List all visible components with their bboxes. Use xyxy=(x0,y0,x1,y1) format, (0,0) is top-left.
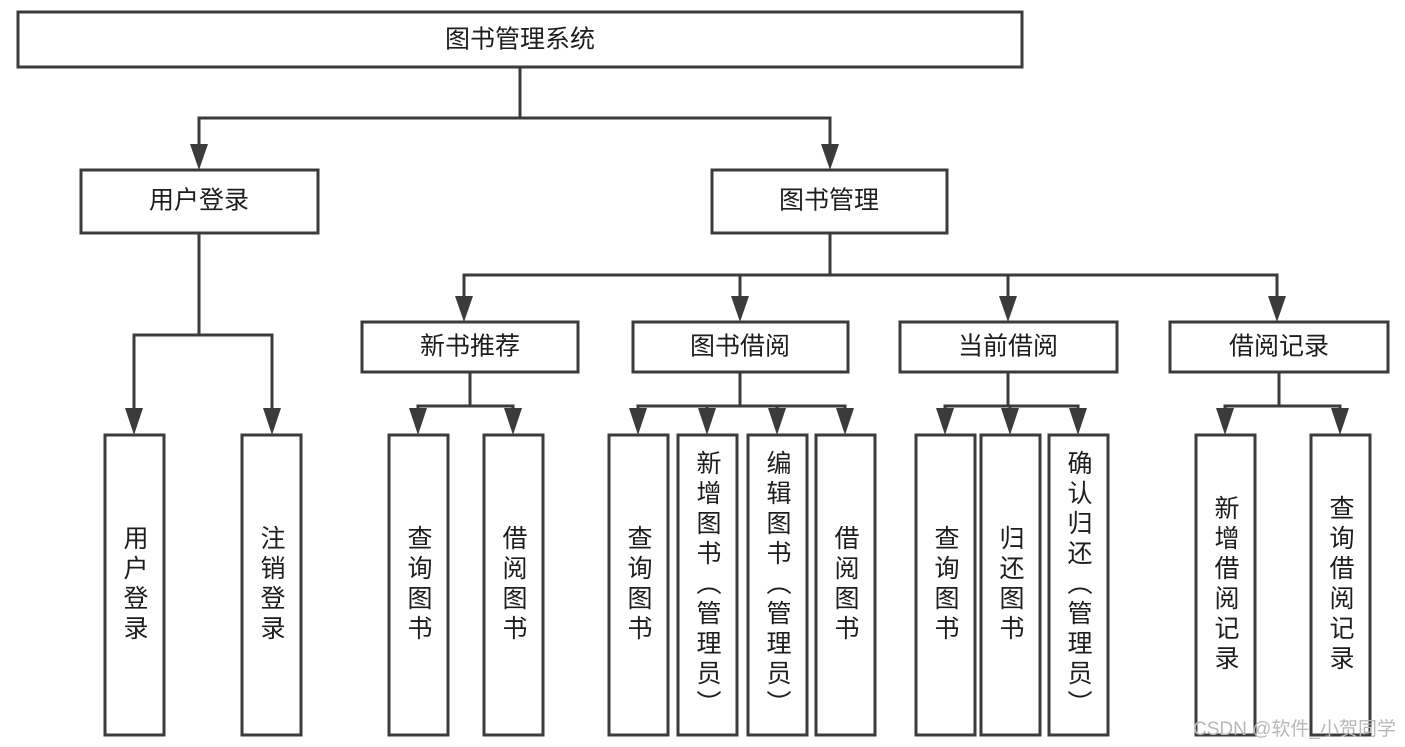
leaf-user-login-box[interactable] xyxy=(103,433,166,737)
leaf-confirm-return-label: 确认归还（管理员） xyxy=(1064,450,1093,720)
leaf-return-book-label: 归还图书 xyxy=(996,525,1025,645)
arrow-head-leaf-user-logout xyxy=(263,408,281,435)
node-book-manage-label: 图书管理 xyxy=(779,187,879,215)
node-book-manage-box[interactable] xyxy=(710,168,949,235)
arrow-head-leaf-user-login xyxy=(125,408,143,435)
arrow-head-leaf-borrow-book-2 xyxy=(836,408,854,435)
leaf-borrow-book-2-box[interactable] xyxy=(814,433,877,737)
leaf-edit-book-label: 编辑图书（管理员） xyxy=(763,450,792,720)
node-root-box[interactable] xyxy=(16,10,1024,69)
leaf-node-return-book[interactable]: 归还图书 xyxy=(979,433,1042,737)
leaf-user-login-label: 用户登录 xyxy=(120,525,149,645)
arrow-head-leaf-return-book xyxy=(1001,408,1019,435)
leaf-confirm-return-box[interactable] xyxy=(1047,433,1110,737)
arrow-head-leaf-borrow-book-1 xyxy=(504,408,522,435)
leaf-add-borrow-record-box[interactable] xyxy=(1194,433,1257,737)
node-root[interactable]: 图书管理系统 xyxy=(16,10,1024,69)
leaf-node-query-book-2[interactable]: 查询图书 xyxy=(607,433,670,737)
leaf-add-book-box[interactable] xyxy=(676,433,739,737)
arrow-head-new-book-recommend xyxy=(455,296,473,322)
leaf-edit-book-box[interactable] xyxy=(746,433,809,737)
arrow-head-leaf-query-borrow-record xyxy=(1331,408,1349,435)
node-new-book-recommend[interactable]: 新书推荐 xyxy=(360,320,580,374)
leaf-query-borrow-record-label: 查询借阅记录 xyxy=(1326,495,1355,675)
leaf-node-add-book[interactable]: 新增图书（管理员） xyxy=(676,433,739,737)
leaf-user-logout-box[interactable] xyxy=(240,433,303,737)
leaf-borrow-book-1-label: 借阅图书 xyxy=(499,525,528,645)
node-borrow-record-box[interactable] xyxy=(1168,320,1390,374)
connector-group-user-login xyxy=(125,231,281,435)
node-current-borrow[interactable]: 当前借阅 xyxy=(898,320,1119,374)
arrow-head-book-borrow xyxy=(731,296,749,322)
watermark-label: CSDN @软件_小贺同学 xyxy=(1193,718,1396,740)
connector-group-current-borrow xyxy=(936,370,1087,435)
leaf-node-query-borrow-record[interactable]: 查询借阅记录 xyxy=(1309,433,1372,737)
arrow-head-leaf-query-book-3 xyxy=(936,408,954,435)
arrow-head-leaf-edit-book xyxy=(768,408,786,435)
leaf-node-query-book-3[interactable]: 查询图书 xyxy=(914,433,977,737)
connector-group-book-borrow xyxy=(629,370,854,435)
leaf-add-borrow-record-label: 新增借阅记录 xyxy=(1211,495,1240,675)
leaf-borrow-book-1-box[interactable] xyxy=(482,433,545,737)
arrow-head-current-borrow xyxy=(999,296,1017,322)
node-user-login-box[interactable] xyxy=(79,168,320,235)
leaf-node-borrow-book-2[interactable]: 借阅图书 xyxy=(814,433,877,737)
leaf-add-book-label: 新增图书（管理员） xyxy=(693,450,722,720)
arrow-head-borrow-record xyxy=(1268,296,1286,322)
node-book-borrow-label: 图书借阅 xyxy=(690,333,790,361)
leaf-node-borrow-book-1[interactable]: 借阅图书 xyxy=(482,433,545,737)
arrow-head-leaf-confirm-return xyxy=(1069,408,1087,435)
leaf-query-book-1-label: 查询图书 xyxy=(404,525,433,645)
node-new-book-recommend-label: 新书推荐 xyxy=(420,333,520,361)
node-book-borrow-box[interactable] xyxy=(631,320,850,374)
leaf-borrow-book-2-label: 借阅图书 xyxy=(831,525,860,645)
node-new-book-recommend-box[interactable] xyxy=(360,320,580,374)
leaf-node-query-book-1[interactable]: 查询图书 xyxy=(387,433,450,737)
connector-group-root xyxy=(190,65,839,170)
arrow-head-book-manage xyxy=(821,144,839,170)
leaf-node-user-login[interactable]: 用户登录 xyxy=(103,433,166,737)
node-book-manage[interactable]: 图书管理 xyxy=(710,168,949,235)
connector-group-borrow-record xyxy=(1216,370,1349,435)
node-user-login[interactable]: 用户登录 xyxy=(79,168,320,235)
node-root-label: 图书管理系统 xyxy=(445,26,595,54)
leaf-query-book-3-label: 查询图书 xyxy=(931,525,960,645)
node-borrow-record-label: 借阅记录 xyxy=(1229,333,1329,361)
node-book-borrow[interactable]: 图书借阅 xyxy=(631,320,850,374)
arrow-head-leaf-add-book xyxy=(698,408,716,435)
leaf-user-logout-label: 注销登录 xyxy=(257,525,286,645)
arrow-head-leaf-add-borrow-record xyxy=(1216,408,1234,435)
leaf-node-edit-book[interactable]: 编辑图书（管理员） xyxy=(746,433,809,737)
arrow-head-leaf-query-book-1 xyxy=(409,408,427,435)
leaf-node-user-logout[interactable]: 注销登录 xyxy=(240,433,303,737)
node-borrow-record[interactable]: 借阅记录 xyxy=(1168,320,1390,374)
leaf-query-book-3-box[interactable] xyxy=(914,433,977,737)
connector-group-new-book-recommend xyxy=(409,370,522,435)
leaf-query-book-1-box[interactable] xyxy=(387,433,450,737)
arrow-head-user-login xyxy=(190,144,208,170)
leaf-query-book-2-label: 查询图书 xyxy=(624,525,653,645)
leaf-query-borrow-record-box[interactable] xyxy=(1309,433,1372,737)
connector-group-book-manage xyxy=(455,231,1286,322)
node-user-login-label: 用户登录 xyxy=(149,187,249,215)
node-current-borrow-label: 当前借阅 xyxy=(958,333,1058,361)
leaf-return-book-box[interactable] xyxy=(979,433,1042,737)
arrow-head-leaf-query-book-2 xyxy=(629,408,647,435)
leaf-node-confirm-return[interactable]: 确认归还（管理员） xyxy=(1047,433,1110,737)
node-current-borrow-box[interactable] xyxy=(898,320,1119,374)
leaf-query-book-2-box[interactable] xyxy=(607,433,670,737)
leaf-node-add-borrow-record[interactable]: 新增借阅记录 xyxy=(1194,433,1257,737)
